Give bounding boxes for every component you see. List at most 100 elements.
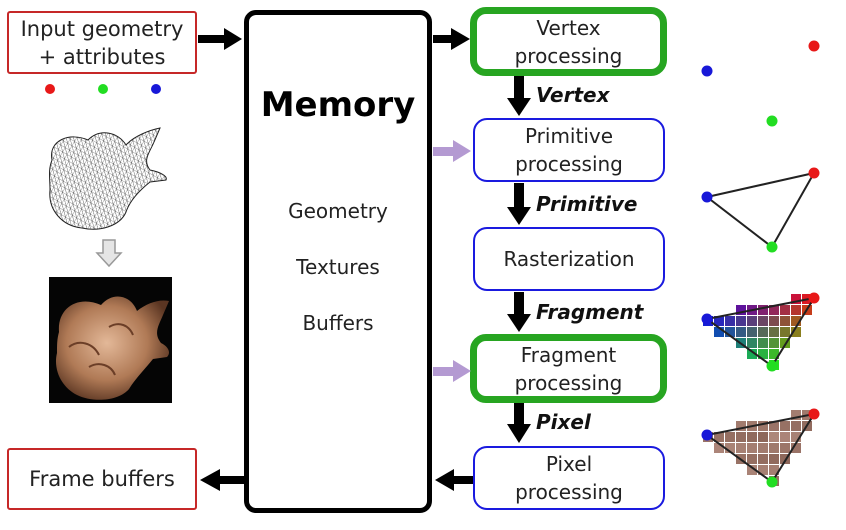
fragment-cell: [791, 327, 801, 337]
attribute-dot-red: [45, 84, 55, 94]
input-geometry-box: Input geometry + attributes: [7, 11, 197, 74]
vertex-illustration: [701, 40, 820, 127]
fragment-cell: [736, 305, 746, 315]
rasterization-stage: Rasterization: [473, 227, 665, 291]
pixel-cell: [736, 432, 746, 442]
arrow-vertex-to-primitive: [507, 76, 531, 116]
vertex-processing-stage: Vertex processing: [470, 7, 667, 76]
pixel-cell: [780, 443, 790, 453]
pixel-cell: [780, 432, 790, 442]
fragment-cell: [703, 316, 713, 326]
pixel-cell: [758, 454, 768, 464]
fragment-cell: [736, 327, 746, 337]
fragment-cell: [780, 316, 790, 326]
fragment-cell: [769, 305, 779, 315]
pixel-illustration: [701, 408, 820, 488]
arrow-raster-to-fragment: [507, 292, 531, 332]
primitive-processing-stage: Primitive processing: [473, 118, 665, 182]
fragment-cell: [758, 316, 768, 326]
pixel-cell: [791, 410, 801, 420]
stage-line2: processing: [515, 152, 623, 176]
pixel-cell: [769, 443, 779, 453]
pixel-cell: [758, 432, 768, 442]
pixel-cell: [802, 410, 812, 420]
fragment-cell: [769, 327, 779, 337]
fragment-cell: [769, 338, 779, 348]
fragment-cell: [747, 349, 757, 359]
fragment-cell: [725, 327, 735, 337]
fragment-cell: [758, 338, 768, 348]
pixel-cell: [747, 421, 757, 431]
fragment-cell: [780, 338, 790, 348]
stage-line1: Pixel: [545, 452, 593, 476]
arrow-pixel-to-memory: [435, 469, 473, 491]
fragment-cell: [758, 305, 768, 315]
fragment-illustration: [701, 292, 820, 372]
fragment-cell: [802, 305, 812, 315]
pixel-cell: [758, 443, 768, 453]
fragment-cell: [791, 316, 801, 326]
pixel-cell: [747, 454, 757, 464]
output-label-fragment: Fragment: [536, 300, 644, 324]
pixel-cell: [758, 421, 768, 431]
arrow-memory-to-primitive: [433, 140, 471, 162]
pixel-cell: [703, 432, 713, 442]
fragment-cell: [714, 327, 724, 337]
stage-line1: Vertex: [536, 15, 601, 40]
input-geometry-line1: Input geometry: [20, 16, 184, 41]
fragment-cell: [747, 327, 757, 337]
attribute-dot-green: [98, 84, 108, 94]
pixel-cell: [769, 421, 779, 431]
pixel-cell: [758, 465, 768, 475]
fragment-cell: [769, 316, 779, 326]
fragment-cell: [758, 327, 768, 337]
rendered-model-image: [49, 277, 172, 403]
pixel-cell: [780, 421, 790, 431]
pixel-cell: [780, 454, 790, 464]
stage-line1: Fragment: [520, 342, 617, 367]
fragment-cell: [769, 360, 779, 370]
pixel-cell: [769, 465, 779, 475]
memory-box: Memory Geometry Textures Buffers: [244, 10, 432, 513]
pixel-cell: [714, 432, 724, 442]
fragment-cell: [802, 294, 812, 304]
stage-line2: processing: [514, 370, 623, 395]
pixel-cell: [736, 454, 746, 464]
fragment-cell: [736, 316, 746, 326]
pixel-cell: [747, 432, 757, 442]
pixel-cell: [747, 443, 757, 453]
arrow-fragment-to-pixel: [507, 403, 531, 443]
pixel-processing-stage: Pixel processing: [473, 446, 665, 510]
fragment-cell: [780, 305, 790, 315]
fragment-cell: [736, 338, 746, 348]
memory-item-buffers: Buffers: [302, 311, 374, 335]
pixel-cell: [769, 454, 779, 464]
frame-buffers-label: Frame buffers: [29, 467, 175, 491]
fragment-cell: [791, 305, 801, 315]
fragment-cell: [725, 316, 735, 326]
pixel-cell: [736, 443, 746, 453]
output-label-vertex: Vertex: [536, 83, 610, 107]
memory-item-textures: Textures: [296, 255, 380, 279]
arrow-primitive-to-raster: [507, 183, 531, 225]
pixel-cell: [791, 421, 801, 431]
stage-line2: processing: [514, 43, 623, 68]
fragment-cell: [747, 338, 757, 348]
output-label-pixel: Pixel: [536, 410, 591, 434]
pixel-cell: [736, 421, 746, 431]
fragment-cell: [714, 316, 724, 326]
pixel-cell: [725, 443, 735, 453]
stage-line1: Primitive: [524, 124, 614, 148]
primitive-illustration: [701, 167, 820, 253]
arrow-input-to-memory: [198, 28, 242, 50]
stage-line1: Rasterization: [503, 247, 635, 271]
stage-line2: processing: [515, 480, 623, 504]
attribute-dot-blue: [151, 84, 161, 94]
pixel-cell: [769, 476, 779, 486]
output-label-primitive: Primitive: [536, 192, 638, 216]
fragment-cell: [747, 316, 757, 326]
memory-item-geometry: Geometry: [288, 199, 388, 223]
memory-title: Memory: [260, 85, 416, 125]
fragment-cell: [747, 305, 757, 315]
pixel-cell: [802, 421, 812, 431]
